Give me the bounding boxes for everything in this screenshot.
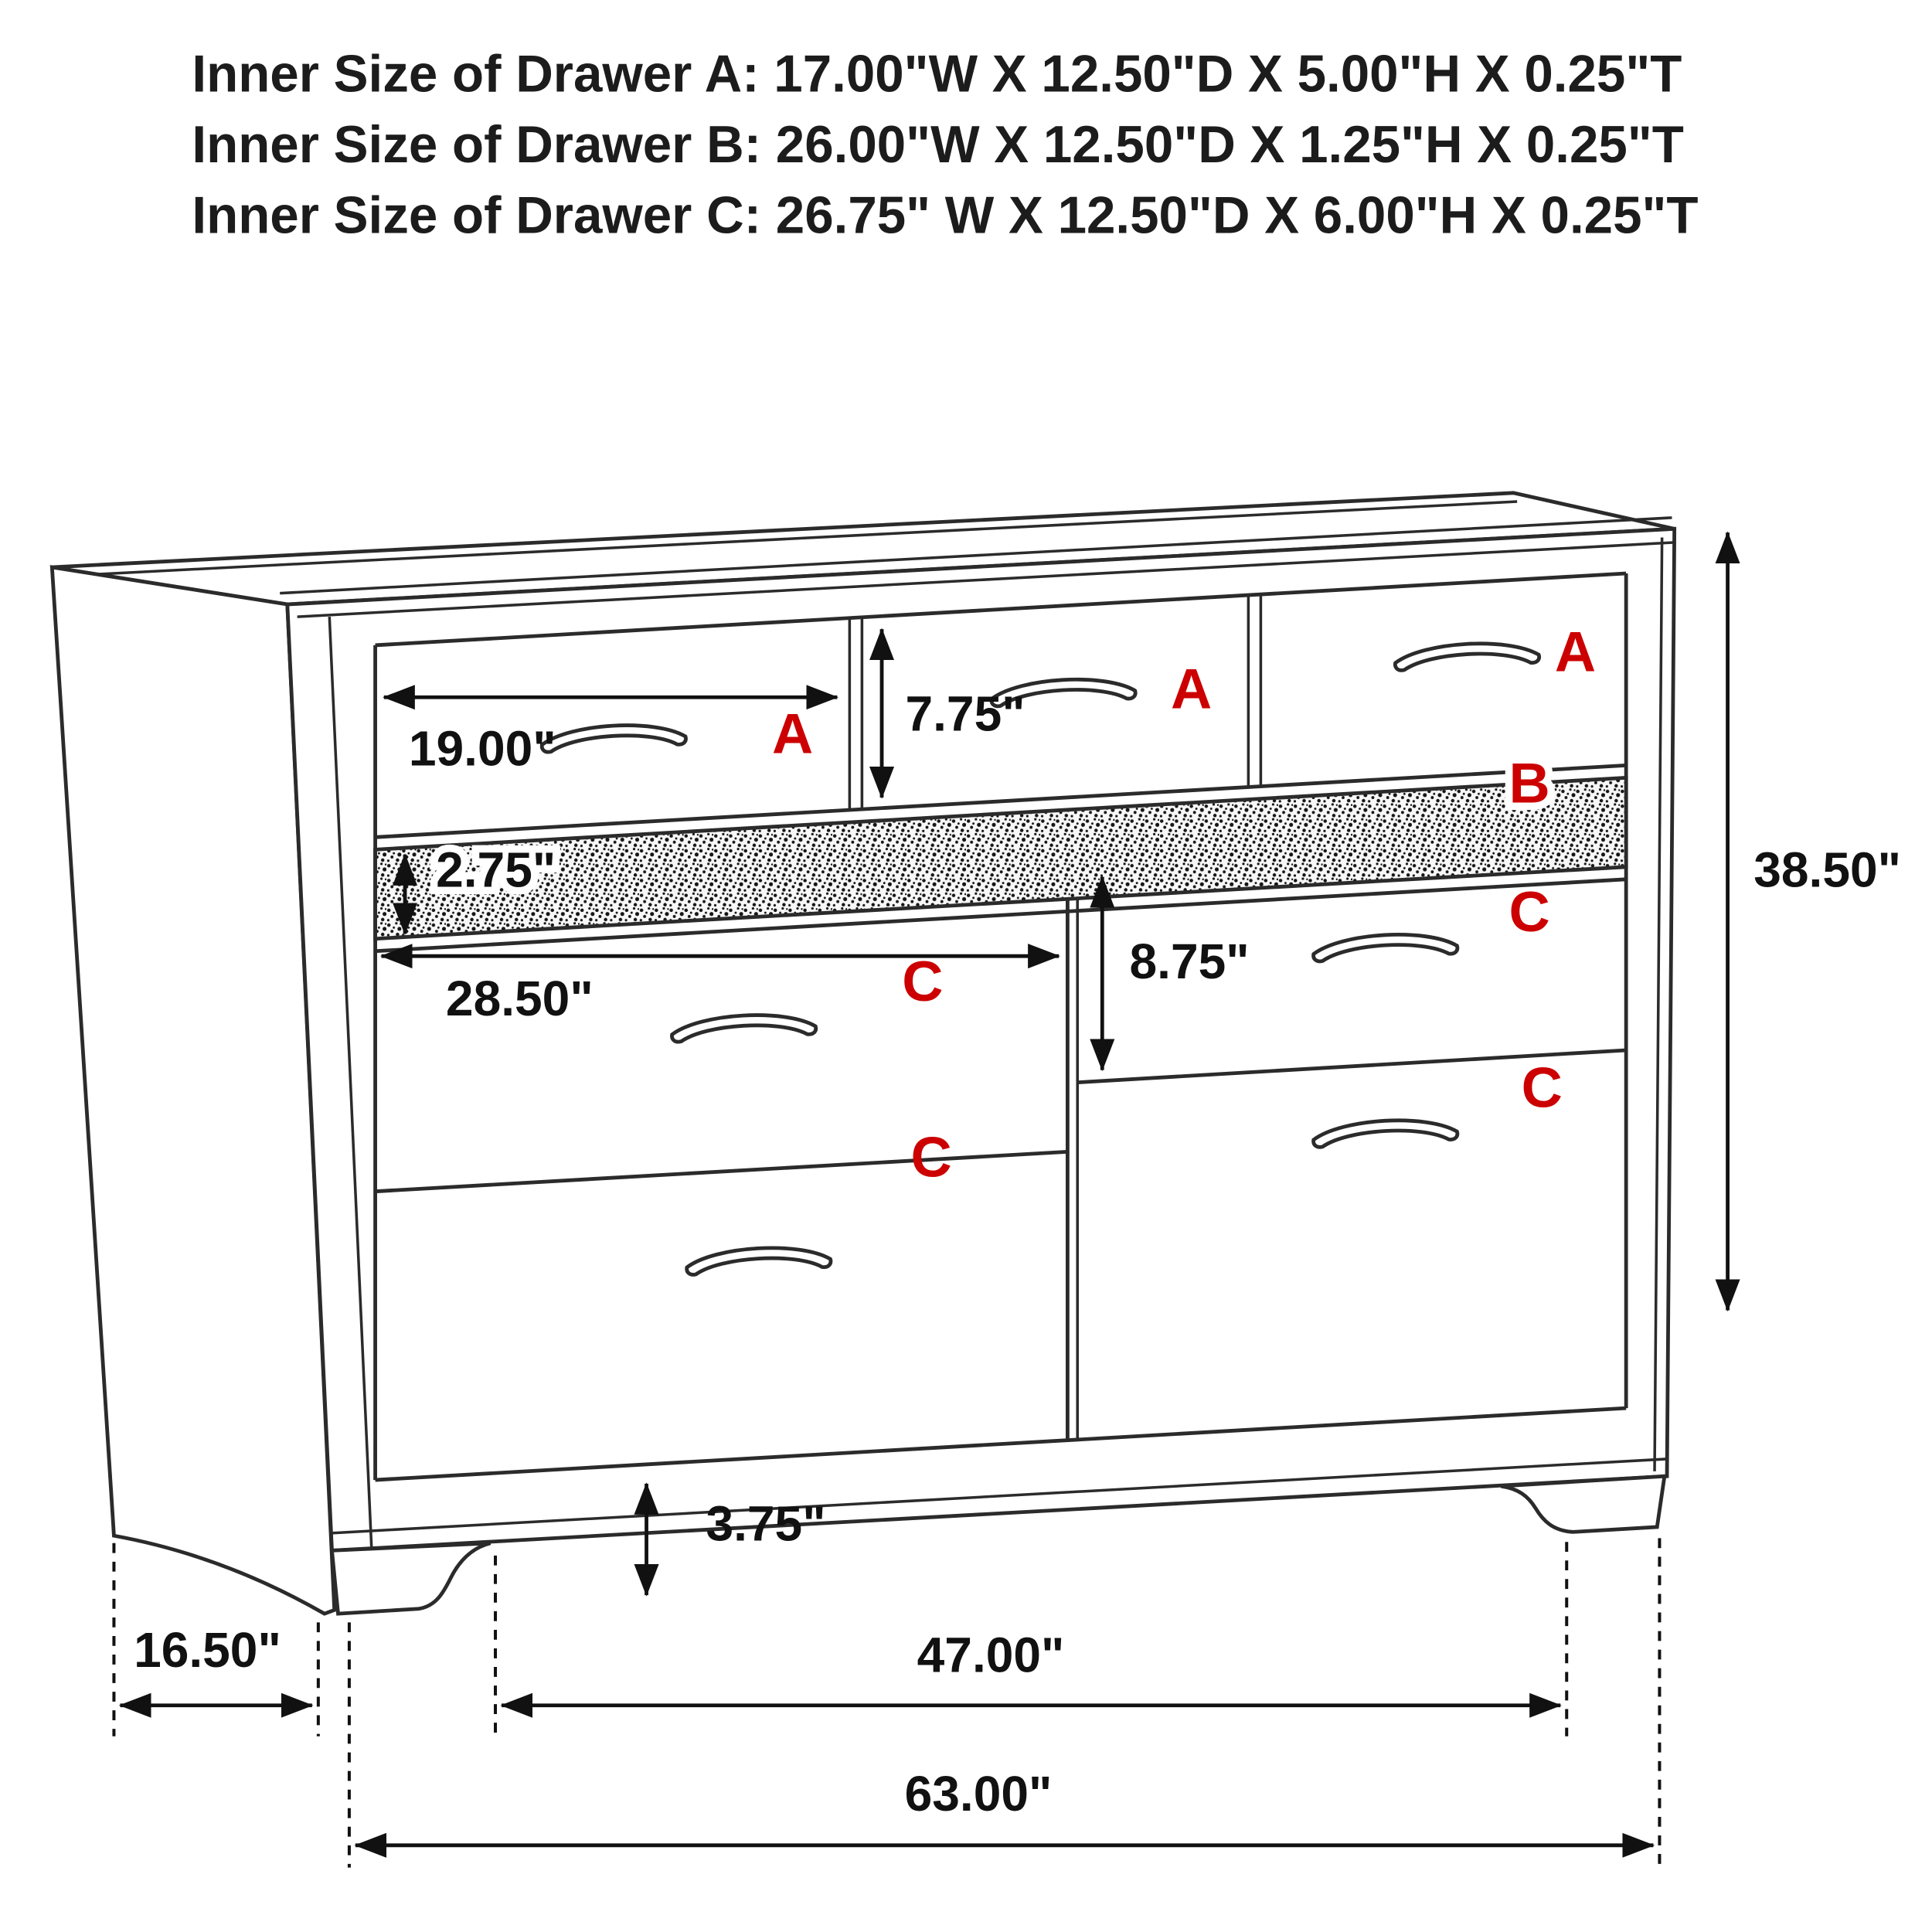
front-frame-top-line bbox=[297, 541, 1675, 618]
label-drawer-a1: A bbox=[772, 701, 813, 765]
label-drawer-c-top-right: C bbox=[1509, 879, 1550, 944]
dim-drawer-a-front-height: 7.75" bbox=[869, 628, 1026, 799]
dim-label-drawer-c-width: 28.50" bbox=[446, 971, 594, 1026]
top-bevel-front-line bbox=[280, 516, 1672, 595]
drawer-b-glitter-strip bbox=[373, 775, 1628, 941]
header-spec-text: Inner Size of Drawer A: 17.00"W X 12.50"… bbox=[192, 46, 1698, 245]
spec-line-drawer-b: Inner Size of Drawer B: 26.00"W X 12.50"… bbox=[192, 116, 1683, 174]
label-drawer-a3: A bbox=[1555, 620, 1596, 684]
dim-label-drawer-a-front-height: 7.75" bbox=[905, 686, 1025, 742]
label-drawer-c-bottom-right: C bbox=[1522, 1056, 1563, 1120]
dim-label-drawer-a-width: 19.00" bbox=[409, 720, 556, 776]
front-right-foot bbox=[1500, 1474, 1667, 1534]
drawer-area-frame bbox=[373, 571, 1628, 1482]
dim-label-trim-height: 2.75" bbox=[436, 842, 556, 897]
dim-label-overall-depth: 16.50" bbox=[134, 1622, 281, 1678]
dim-label-drawer-c-front-height: 8.75" bbox=[1130, 934, 1250, 989]
dim-label-between-legs-width: 47.00" bbox=[917, 1627, 1065, 1682]
dim-drawer-c-front-height: 8.75" bbox=[1090, 876, 1250, 1072]
spec-line-drawer-a: Inner Size of Drawer A: 17.00"W X 12.50"… bbox=[192, 46, 1682, 104]
front-frame-left-line bbox=[328, 616, 373, 1549]
dim-drawer-c-width: 28.50" bbox=[379, 944, 1060, 1026]
drawer-section-c-dividers bbox=[375, 877, 1627, 1440]
dresser-drawing: A A A B C C C C bbox=[49, 491, 1677, 1616]
spec-line-drawer-c: Inner Size of Drawer C: 26.75" W X 12.50… bbox=[192, 186, 1698, 244]
front-frame-right-line bbox=[1653, 537, 1664, 1471]
dim-overall-height: 38.50" bbox=[1715, 531, 1901, 1312]
dim-overall-depth: 16.50" bbox=[112, 1543, 320, 1736]
drawer-row-a-dividers bbox=[375, 594, 1627, 839]
dim-trim-height: 2.75" bbox=[393, 835, 563, 935]
top-bevel-back-line bbox=[64, 500, 1518, 577]
front-left-foot bbox=[329, 1541, 492, 1616]
dim-drawer-a-width: 19.00" bbox=[383, 685, 838, 776]
dim-foot-height: 3.75" bbox=[634, 1482, 826, 1597]
dim-label-foot-height: 3.75" bbox=[706, 1496, 825, 1552]
cabinet-front-face bbox=[285, 526, 1677, 1553]
base-molding-line bbox=[329, 1458, 1668, 1535]
dim-between-legs-width: 47.00" bbox=[494, 1542, 1569, 1736]
dim-label-overall-height: 38.50" bbox=[1753, 842, 1901, 897]
dim-label-overall-width: 63.00" bbox=[905, 1766, 1053, 1821]
dim-overall-width: 63.00" bbox=[347, 1538, 1662, 1868]
cabinet-left-side-panel bbox=[49, 565, 337, 1616]
label-drawer-c-bottom-left: C bbox=[911, 1124, 952, 1189]
label-drawer-c-top-left: C bbox=[902, 949, 943, 1013]
dimension-annotations: 19.00" 7.75" 2.75" 28.50" 8.75" 38.50" 3… bbox=[112, 531, 1901, 1868]
label-drawer-b: B bbox=[1509, 750, 1550, 815]
label-drawer-a2: A bbox=[1171, 657, 1212, 721]
